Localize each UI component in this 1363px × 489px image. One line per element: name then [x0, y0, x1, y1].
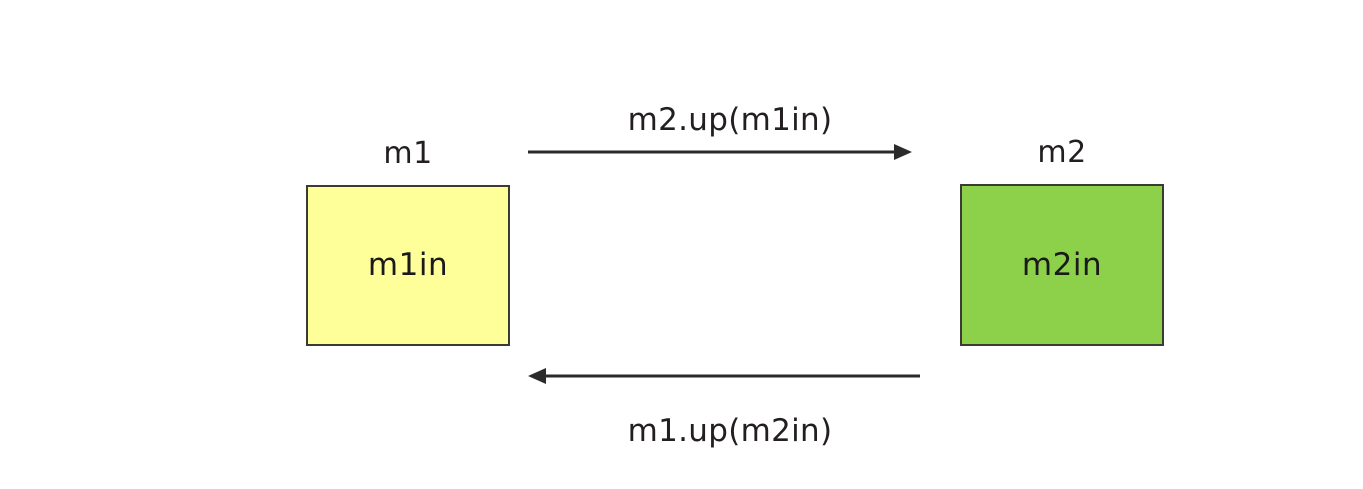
edge-label-top: m2.up(m1in) [627, 102, 833, 138]
node-box-m1[interactable]: m1in [306, 185, 510, 346]
edge-label-bottom: m1.up(m2in) [627, 413, 833, 449]
arrow-bottom-left [528, 368, 920, 384]
node-inner-label-m2in: m2in [1021, 246, 1103, 283]
node-caption-m1: m1 [383, 136, 433, 171]
node-box-m2[interactable]: m2in [960, 184, 1164, 346]
arrow-bottom-head-icon [528, 368, 546, 384]
node-caption-m2: m2 [1037, 135, 1087, 170]
arrow-top-right [528, 144, 912, 160]
node-inner-label-m1in: m1in [367, 247, 449, 283]
arrow-top-head-icon [894, 144, 912, 160]
